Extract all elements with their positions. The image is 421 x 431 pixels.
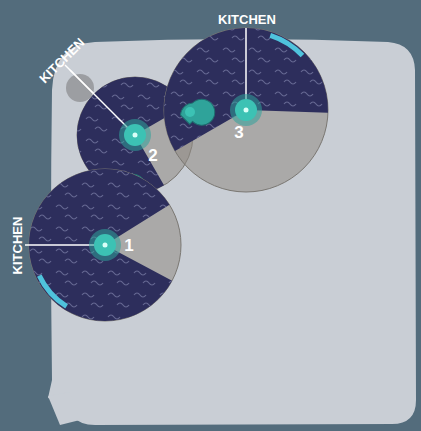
- fixture: [66, 74, 94, 102]
- zone-texture: [164, 28, 328, 151]
- zone-number: 2: [148, 147, 157, 164]
- device-halo: [230, 94, 262, 126]
- device-dot: [235, 99, 257, 121]
- device-dot: [124, 124, 146, 146]
- zone-range: [164, 28, 328, 192]
- coverage-zone: 3: [164, 28, 328, 192]
- device-center: [133, 133, 138, 138]
- room-label: KITCHEN: [12, 216, 25, 274]
- room-notch: [48, 392, 80, 425]
- device-center: [244, 108, 249, 113]
- device-halo: [89, 229, 121, 261]
- zone-disc: [29, 169, 181, 321]
- zone-number: 3: [234, 124, 243, 141]
- device-dot: [94, 234, 116, 256]
- zone-number: 1: [124, 237, 133, 254]
- device-halo: [119, 119, 151, 151]
- device-center: [103, 243, 108, 248]
- zone-accent: [269, 33, 304, 57]
- location-pin: [109, 167, 151, 209]
- zone-accent: [37, 275, 68, 309]
- coverage-zone: 1: [29, 169, 181, 321]
- zone-disc: [164, 28, 328, 192]
- zone-sector: [164, 28, 328, 151]
- location-pin: [178, 92, 220, 134]
- room-label: KITCHEN: [218, 13, 276, 26]
